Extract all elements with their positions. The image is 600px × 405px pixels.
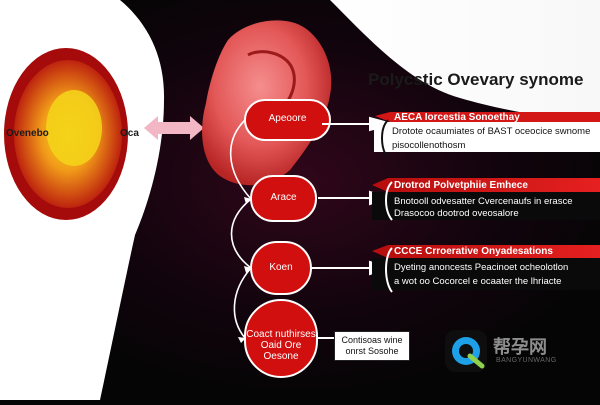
info-box-line-1: Contisoas wine: [341, 335, 403, 345]
panel-1-line-1: Drotote ocaumiates of BAST oceocice swno…: [392, 126, 591, 137]
watermark-brand: 帮孕网: [493, 337, 547, 357]
flow-arrowhead-3: [238, 337, 246, 343]
panel-2-line-2: Drasocoo dootrod oveosalore: [394, 208, 519, 219]
watermark-q-tail: [467, 353, 485, 369]
title-band: [330, 0, 600, 125]
panel-2-band: [372, 178, 600, 192]
info-box-line-2: onrst Sosohe: [345, 346, 399, 356]
panel-2-body: [372, 192, 600, 220]
panel-3-line-1: Dyeting anoncests Peacinoet ocheolotlon: [394, 262, 569, 273]
node-4-line-2: Oaid Ore: [260, 340, 302, 351]
flow-connector-2: [230, 198, 252, 269]
node-4-label: Coact nuthirses Oaid Ore Oesone: [245, 329, 317, 362]
panel-3-line-2: a wot oo Cocorcel e ocaater the lhriacte: [394, 276, 562, 287]
ovary-right-label: Oca: [120, 128, 139, 139]
panel-1-title: AECA Iorcestia Sonoethay: [394, 112, 520, 123]
node-2-label: Arace: [270, 192, 297, 203]
panel-3-title: CCCE Crroerative Onyadesations: [394, 246, 553, 257]
panel-1-bracket: [381, 119, 389, 159]
node-4-line-3: Oesone: [263, 351, 299, 362]
panel-1-body: [374, 122, 600, 152]
info-box: Contisoas wine onrst Sosohe: [334, 331, 410, 361]
flow-arrowhead-1: [244, 197, 252, 204]
panel-2-bracket: [385, 181, 393, 221]
panel-3-band: [372, 245, 600, 258]
node-1-label: Apeoore: [268, 113, 307, 124]
panel-3-body: [372, 258, 600, 290]
node-3-label: Koen: [269, 262, 293, 273]
ovary-left-label: Ovenebo: [6, 128, 49, 139]
panel-2-title: Drotrod Polvetphiie Emhece: [394, 180, 528, 191]
panel-1-line-2: pisocollenothosm: [392, 140, 466, 151]
double-arrow: [144, 116, 204, 140]
flow-arrowhead-2: [244, 266, 252, 273]
flow-connector-3: [233, 267, 252, 339]
flow-connector-1: [229, 119, 252, 200]
node-4-line-1: Coact nuthirses: [246, 329, 316, 340]
ovary-core: [46, 90, 102, 166]
diagram-title: Polycstic Ovevary synome: [368, 70, 584, 89]
panel-3-bracket: [385, 247, 393, 293]
watermark-subtext: BANGYUNWANG: [496, 357, 557, 364]
panel-1-band: [375, 112, 600, 122]
panel-2-line-1: Bnotooll odvesatter Cvercenaufs in erasc…: [394, 196, 573, 207]
